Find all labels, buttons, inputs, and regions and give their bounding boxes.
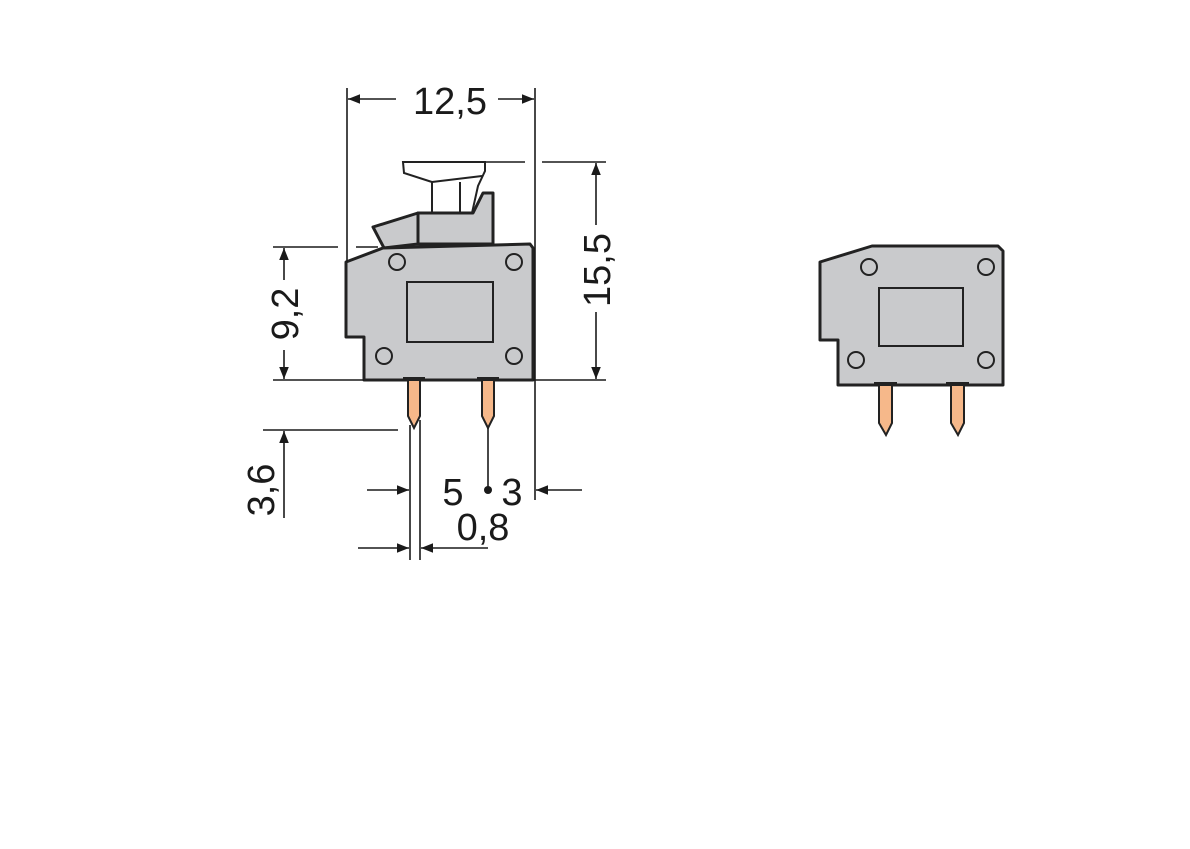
button-edge — [431, 175, 483, 183]
dim-width-label: 12,5 — [413, 81, 487, 123]
dimension-labels: 12,5 15,5 9,2 3,6 5 3 0,8 — [241, 81, 619, 549]
dim-body-height-label: 9,2 — [265, 288, 307, 341]
solder-pin — [407, 377, 421, 431]
hole — [977, 351, 995, 369]
hole — [860, 258, 878, 276]
marker-window — [406, 281, 494, 343]
marker-window — [878, 287, 964, 347]
hole — [375, 347, 393, 365]
hole — [505, 347, 523, 365]
dim-pitch-left-label: 5 — [442, 472, 463, 514]
release-lever — [371, 211, 420, 250]
hole — [847, 351, 865, 369]
front-view — [818, 244, 1005, 438]
hole — [977, 258, 995, 276]
push-button — [401, 161, 486, 214]
side-view — [344, 161, 535, 431]
hole — [388, 253, 406, 271]
hole — [505, 253, 523, 271]
dim-pin-length-label: 3,6 — [241, 464, 283, 517]
dimension-lines — [263, 88, 606, 560]
solder-pin — [878, 382, 893, 438]
dim-pin-thickness-label: 0,8 — [457, 507, 510, 549]
dim-total-height-label: 15,5 — [577, 233, 619, 307]
solder-pin — [950, 382, 965, 438]
solder-pin — [481, 377, 495, 431]
dim-pitch-right-label: 3 — [501, 472, 522, 514]
